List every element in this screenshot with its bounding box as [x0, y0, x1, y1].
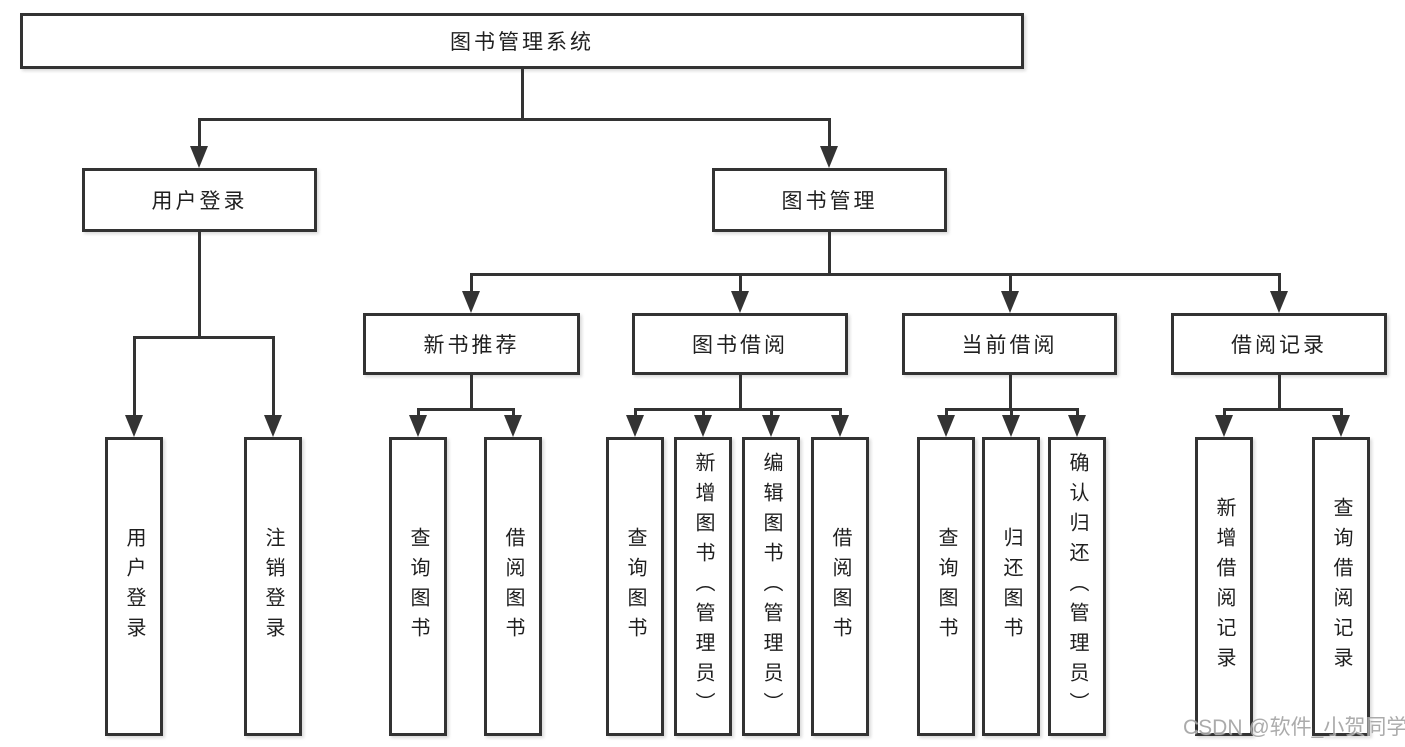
connector-drop	[1076, 408, 1079, 418]
connector-stem-current-borrowing	[1009, 375, 1012, 411]
leaf-query-books-current: 查询图书	[917, 437, 975, 736]
connector-drop	[770, 408, 773, 418]
node-label: 借阅图书	[502, 526, 524, 647]
node-book-borrowing: 图书借阅	[632, 313, 848, 375]
connector-drop	[1340, 408, 1343, 418]
connector-rail-user-login	[133, 336, 275, 339]
leaf-query-books-borrowing: 查询图书	[606, 437, 664, 736]
connector-stem-book-management	[828, 232, 831, 276]
arrow-down-icon	[762, 415, 780, 437]
node-label: 编辑图书（管理员）	[760, 451, 782, 722]
arrow-down-icon	[1001, 291, 1019, 313]
leaf-add-borrow-record: 新增借阅记录	[1195, 437, 1253, 736]
connector-stem-new-book	[470, 375, 473, 411]
node-borrowing-records: 借阅记录	[1171, 313, 1387, 375]
arrow-down-icon	[626, 415, 644, 437]
arrow-down-icon	[1270, 291, 1288, 313]
connector-drop	[739, 273, 742, 293]
connector-stem-borrowing-records	[1278, 375, 1281, 411]
node-label: 归还图书	[1000, 526, 1022, 647]
arrow-down-icon	[409, 415, 427, 437]
connector-rail-level3	[470, 273, 1281, 276]
leaf-borrow-books-recommend: 借阅图书	[484, 437, 542, 736]
node-label: 当前借阅	[961, 334, 1058, 357]
connector-drop	[512, 408, 515, 418]
leaf-confirm-return-admin: 确认归还（管理员）	[1048, 437, 1106, 736]
connector-stem-user-login	[198, 232, 201, 339]
connector-drop	[828, 118, 831, 150]
leaf-add-book-admin: 新增图书（管理员）	[674, 437, 732, 736]
arrow-down-icon	[264, 415, 282, 437]
connector-drop	[198, 118, 201, 150]
arrow-down-icon	[831, 415, 849, 437]
node-label: 确认归还（管理员）	[1066, 451, 1088, 722]
arrow-down-icon	[190, 146, 208, 168]
node-label: 查询借阅记录	[1330, 496, 1352, 677]
arrow-down-icon	[820, 146, 838, 168]
node-label: 新增借阅记录	[1213, 496, 1235, 677]
connector-drop	[945, 408, 948, 418]
connector-drop	[272, 336, 275, 417]
node-label: 新书推荐	[423, 334, 520, 357]
node-label: 图书管理系统	[450, 31, 594, 54]
node-label: 借阅记录	[1231, 334, 1327, 357]
arrow-down-icon	[1068, 415, 1086, 437]
node-label: 查询图书	[624, 526, 646, 647]
node-label: 新增图书（管理员）	[692, 451, 714, 722]
leaf-logout: 注销登录	[244, 437, 302, 736]
node-label: 查询图书	[407, 526, 429, 647]
watermark: CSDN @软件_小贺同学	[1183, 716, 1405, 739]
node-current-borrowing: 当前借阅	[902, 313, 1117, 375]
connector-rail-level2	[198, 118, 831, 121]
node-label: 图书管理	[781, 190, 878, 213]
leaf-user-login: 用户登录	[105, 437, 163, 736]
connector-rail-borrowing-records	[1223, 408, 1343, 411]
arrow-down-icon	[694, 415, 712, 437]
node-label: 用户登录	[123, 526, 145, 647]
node-new-book-recommend: 新书推荐	[363, 313, 580, 375]
connector-rail-book-borrowing	[634, 408, 842, 411]
node-label: 注销登录	[262, 526, 284, 647]
arrow-down-icon	[1002, 415, 1020, 437]
leaf-borrow-books-borrowing: 借阅图书	[811, 437, 869, 736]
node-label: 借阅图书	[829, 526, 851, 647]
connector-drop	[470, 273, 473, 293]
connector-stem-book-borrowing	[739, 375, 742, 411]
node-label: 图书借阅	[692, 334, 788, 357]
connector-rail-new-book	[417, 408, 515, 411]
connector-stem-root	[521, 69, 524, 121]
connector-drop	[1223, 408, 1226, 418]
connector-drop	[634, 408, 637, 418]
arrow-down-icon	[731, 291, 749, 313]
connector-drop	[839, 408, 842, 418]
node-label: 用户登录	[151, 190, 248, 213]
node-book-management: 图书管理	[712, 168, 947, 232]
arrow-down-icon	[1215, 415, 1233, 437]
connector-drop	[1009, 273, 1012, 293]
arrow-down-icon	[462, 291, 480, 313]
arrow-down-icon	[1332, 415, 1350, 437]
connector-drop	[702, 408, 705, 418]
leaf-return-books: 归还图书	[982, 437, 1040, 736]
arrow-down-icon	[937, 415, 955, 437]
arrow-down-icon	[125, 415, 143, 437]
leaf-query-books-recommend: 查询图书	[389, 437, 447, 736]
leaf-query-borrow-record: 查询借阅记录	[1312, 437, 1370, 736]
connector-drop	[1278, 273, 1281, 293]
leaf-edit-book-admin: 编辑图书（管理员）	[742, 437, 800, 736]
node-label: 查询图书	[935, 526, 957, 647]
connector-drop	[1010, 408, 1013, 418]
connector-drop	[417, 408, 420, 418]
arrow-down-icon	[504, 415, 522, 437]
node-root: 图书管理系统	[20, 13, 1024, 69]
node-user-login: 用户登录	[82, 168, 317, 232]
connector-drop	[133, 336, 136, 417]
